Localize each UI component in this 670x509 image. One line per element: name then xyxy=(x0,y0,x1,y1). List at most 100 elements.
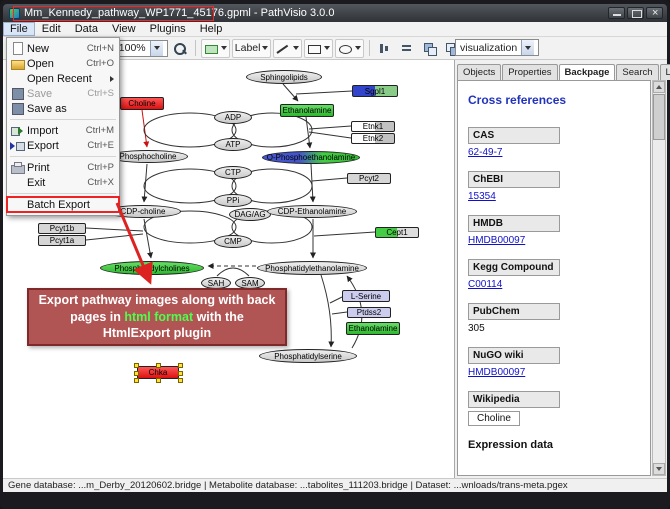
rectangle-icon xyxy=(307,42,322,55)
pathway-node-pcyt2[interactable]: Pcyt2 xyxy=(347,173,391,184)
selection-handle[interactable] xyxy=(178,378,183,383)
pathway-node-etnk2[interactable]: Etnk2 xyxy=(351,133,395,144)
pathway-node-ppi[interactable]: PPi xyxy=(214,194,252,207)
zoom-fit-icon xyxy=(172,42,187,55)
edge-sphingolipids-to-ethanolamine[interactable] xyxy=(282,83,299,102)
xref-link-chebi[interactable]: 15354 xyxy=(468,191,496,202)
edge-pcyt2-connector[interactable] xyxy=(311,177,348,182)
edge-sam-sah-loop[interactable] xyxy=(216,267,250,277)
xref-link-hmdb[interactable]: HMDB00097 xyxy=(468,235,526,246)
edge-etnk1-connector[interactable] xyxy=(308,125,352,130)
oval-tool[interactable] xyxy=(335,38,365,58)
file-menu-item-save-as[interactable]: Save as xyxy=(7,101,119,116)
zoom-combo-button[interactable] xyxy=(149,40,163,56)
pathway-node-sgpl1[interactable]: Sgpl1 xyxy=(352,85,398,97)
rectangle-tool[interactable] xyxy=(304,38,334,58)
selection-handle[interactable] xyxy=(178,363,183,368)
edge-lserine-connector[interactable] xyxy=(329,296,343,304)
pathway-node-adp[interactable]: ADP xyxy=(214,111,252,124)
scrollbar-thumb[interactable] xyxy=(653,94,665,140)
pathway-node-cmp[interactable]: CMP xyxy=(214,235,252,248)
edge-ophospho-to-cdp-ethanolamine[interactable] xyxy=(309,163,316,203)
pathway-node-ethanolamine-top[interactable]: Ethanolamine xyxy=(280,104,334,117)
panel-scrollbar[interactable] xyxy=(652,80,666,476)
xref-link-kegg-compound[interactable]: C00114 xyxy=(468,279,503,290)
tab-legend[interactable]: Legend xyxy=(659,64,670,80)
pathway-node-etnk1[interactable]: Etnk1 xyxy=(351,121,395,132)
close-button[interactable] xyxy=(646,7,663,19)
selection-handle[interactable] xyxy=(156,378,161,383)
tab-search[interactable]: Search xyxy=(616,64,659,80)
file-menu-item-label: New xyxy=(27,42,50,55)
zoom-fit-button[interactable] xyxy=(170,39,190,58)
menu-view[interactable]: View xyxy=(111,23,136,35)
edge-cept1-connector[interactable] xyxy=(313,231,376,237)
selection-handle[interactable] xyxy=(134,363,139,368)
menu-edit[interactable]: Edit xyxy=(41,23,61,35)
node-label: Ethanolamine xyxy=(282,106,332,115)
pathway-node-phosphatidylcholines[interactable]: Phosphatidylcholines xyxy=(100,261,204,275)
menu-help[interactable]: Help xyxy=(199,23,223,35)
pathway-node-chka[interactable]: Chka xyxy=(134,363,183,383)
selection-handle[interactable] xyxy=(178,370,183,376)
edge-atp-loop-left[interactable] xyxy=(143,112,237,148)
pathway-node-atp[interactable]: ATP xyxy=(214,138,252,151)
tab-properties[interactable]: Properties xyxy=(502,64,558,80)
selection-handle[interactable] xyxy=(156,363,161,368)
visualization-combo[interactable]: visualization xyxy=(455,39,539,56)
toolbar-separator xyxy=(194,40,196,56)
file-menu-item-batch-export[interactable]: Batch Export xyxy=(6,196,120,213)
pathway-node-ctp[interactable]: CTP xyxy=(214,166,252,179)
xref-link-cas[interactable]: 62-49-7 xyxy=(468,147,503,158)
distribute-button[interactable] xyxy=(397,39,417,58)
tab-objects[interactable]: Objects xyxy=(457,64,502,80)
minimize-button[interactable] xyxy=(608,7,625,19)
pathway-node-ethanolamine-right[interactable]: Ethanolamine xyxy=(346,322,400,335)
pathway-node-phosphatidylserine[interactable]: Phosphatidylserine xyxy=(259,349,357,363)
edge-sgpl1-connector[interactable] xyxy=(295,90,353,95)
bring-to-front-button[interactable] xyxy=(419,39,439,58)
maximize-button[interactable] xyxy=(627,7,644,19)
pathway-node-cdp-ethanolamine[interactable]: CDP-Ethanolamine xyxy=(267,205,357,218)
visualization-combo-button[interactable] xyxy=(521,40,535,55)
pathway-node-phosphocholine[interactable]: Phosphocholine xyxy=(108,150,188,163)
gene-product-tool[interactable] xyxy=(200,38,230,58)
pathway-node-ptdss2[interactable]: Ptdss2 xyxy=(347,307,391,318)
pathway-node-pcyt1a[interactable]: Pcyt1a xyxy=(38,235,86,246)
edge-etnk2-connector[interactable] xyxy=(308,131,352,139)
align-button[interactable] xyxy=(375,39,395,58)
edge-phosphocholine-to-cdp-choline[interactable] xyxy=(141,163,148,203)
pathway-node-dag[interactable]: DAG/AG xyxy=(229,208,271,221)
label-tool[interactable]: Label xyxy=(231,38,272,58)
pathway-node-pcyt1b[interactable]: Pcyt1b xyxy=(38,223,86,234)
xref-link-nugo-wiki[interactable]: HMDB00097 xyxy=(468,367,526,378)
pathway-node-phosphatidylethanolamine[interactable]: Phosphatidylethanolamine xyxy=(257,261,367,275)
selection-handle[interactable] xyxy=(134,378,139,383)
edge-ctp-loop-left[interactable] xyxy=(143,168,237,204)
tab-backpage[interactable]: Backpage xyxy=(558,64,616,80)
menu-file[interactable]: File xyxy=(3,22,35,36)
scroll-down-arrow-icon[interactable] xyxy=(653,463,665,475)
pathway-node-choline-top[interactable]: Choline xyxy=(120,97,164,110)
menu-plugins[interactable]: Plugins xyxy=(149,23,186,35)
pathway-node-sphingolipids[interactable]: Sphingolipids xyxy=(246,70,322,84)
edge-ethanolamine-to-ophospho[interactable] xyxy=(305,116,313,149)
pathway-node-o-phosphoethanolamine[interactable]: O-Phosphoethanolamine xyxy=(262,151,360,164)
edge-ptdss2-connector[interactable] xyxy=(331,311,348,315)
menu-data[interactable]: Data xyxy=(74,23,98,35)
edge-pe-to-ps[interactable] xyxy=(320,274,335,348)
file-menu-item-open-recent[interactable]: Open Recent xyxy=(7,71,119,86)
pathway-node-cept1[interactable]: Cept1 xyxy=(375,227,419,238)
scroll-up-arrow-icon[interactable] xyxy=(653,81,665,93)
selection-handle[interactable] xyxy=(134,370,139,376)
pathway-node-l-serine[interactable]: L-Serine xyxy=(342,290,390,302)
zoom-combo[interactable]: 100% xyxy=(113,39,168,57)
line-tool[interactable] xyxy=(273,38,303,58)
